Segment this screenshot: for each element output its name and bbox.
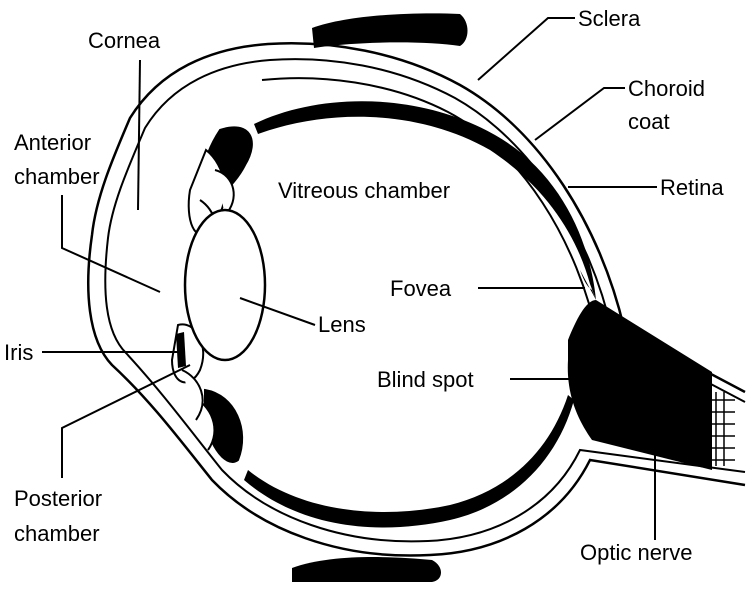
label-choroid-1: Choroid [628,76,705,101]
choroid-leader [535,88,625,140]
label-retina: Retina [660,175,724,200]
label-vitreous: Vitreous chamber [278,178,450,203]
label-anterior-2: chamber [14,164,100,189]
sclera-leader [478,18,575,80]
label-lens: Lens [318,312,366,337]
label-choroid-2: coat [628,109,670,134]
leader-lines [42,18,657,540]
retina-lower-band [244,395,574,527]
label-posterior-2: chamber [14,521,100,546]
anterior-leader [62,195,160,292]
label-optic-nerve: Optic nerve [580,540,693,565]
posterior-leader [62,365,190,478]
label-fovea: Fovea [390,276,452,301]
lower-muscle [292,557,441,582]
label-cornea: Cornea [88,28,161,53]
label-anterior-1: Anterior [14,130,91,155]
cornea-leader [138,60,140,210]
lens-shape [185,210,265,360]
label-sclera: Sclera [578,6,641,31]
upper-muscle [312,13,468,48]
optic-nerve-block [568,300,712,470]
optic-nerve-fibers [712,392,735,466]
label-blind-spot: Blind spot [377,367,474,392]
label-posterior-1: Posterior [14,486,102,511]
label-iris: Iris [4,340,33,365]
